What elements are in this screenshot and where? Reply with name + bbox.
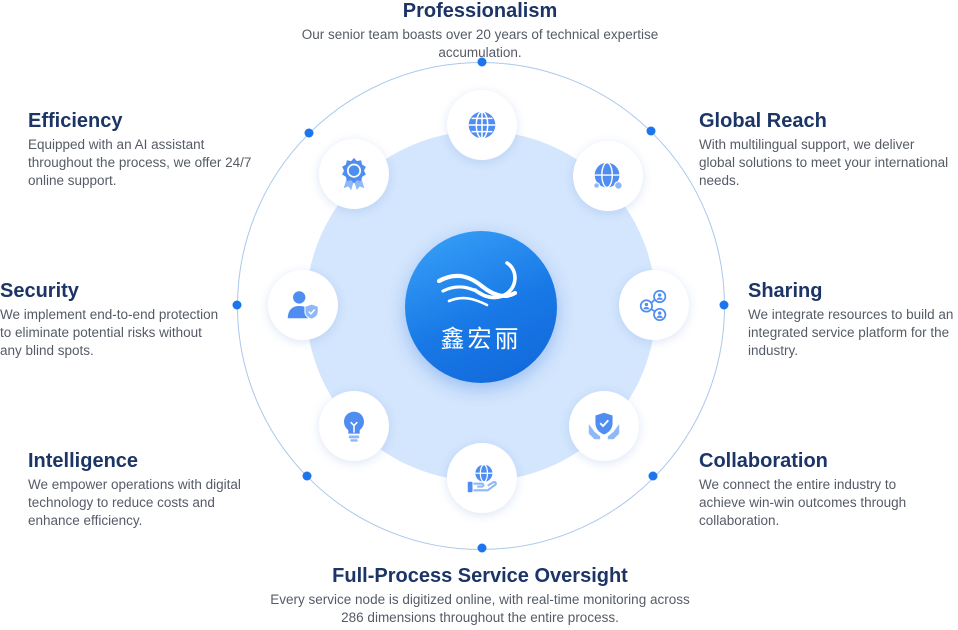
feature-description: We integrate resources to build an integ… [748, 307, 954, 358]
brand-name: 鑫宏丽 [440, 325, 522, 353]
feature-title: Professionalism [402, 0, 558, 22]
feature-title: Sharing [748, 280, 823, 302]
ring-dot [646, 126, 656, 136]
feature-description: With multilingual support, we deliver gl… [699, 137, 949, 188]
feature-full-process-oversight: Full-Process Service Oversight Every ser… [262, 565, 698, 627]
feature-title: Intelligence [28, 450, 139, 472]
network-globe-icon [573, 141, 643, 211]
feature-security: Security We implement end-to-end protect… [0, 280, 220, 360]
shield-hands-icon [569, 391, 639, 461]
feature-title: Efficiency [28, 110, 123, 132]
ring-dot [232, 300, 242, 310]
feature-description: We connect the entire industry to achiev… [699, 477, 907, 528]
feature-intelligence: Intelligence We empower operations with … [28, 450, 270, 530]
feature-description: We implement end-to-end protection to el… [0, 307, 219, 358]
ring-dot [477, 57, 487, 67]
feature-title: Global Reach [699, 110, 827, 132]
brand-logo-mark [436, 261, 518, 307]
feature-sharing: Sharing We integrate resources to build … [748, 280, 954, 360]
feature-description: Our senior team boasts over 20 years of … [301, 27, 659, 60]
feature-professionalism: Professionalism Our senior team boasts o… [284, 0, 676, 62]
feature-description: We empower operations with digital techn… [28, 477, 241, 528]
globe-grid-icon [447, 90, 517, 160]
brand-logo: 鑫宏丽 [405, 231, 557, 383]
feature-description: Equipped with an AI assistant throughout… [28, 137, 252, 188]
user-shield-icon [268, 270, 338, 340]
ring-dot [648, 471, 658, 481]
feature-global-reach: Global Reach With multilingual support, … [699, 110, 954, 190]
ring-dot [302, 471, 312, 481]
feature-title: Collaboration [699, 450, 828, 472]
ring-dot [477, 543, 487, 553]
award-badge-icon [319, 139, 389, 209]
ring-dot [719, 300, 729, 310]
feature-efficiency: Efficiency Equipped with an AI assistant… [28, 110, 260, 190]
ring-dot [304, 128, 314, 138]
hand-globe-icon [447, 443, 517, 513]
feature-collaboration: Collaboration We connect the entire indu… [699, 450, 939, 530]
users-share-icon [619, 270, 689, 340]
feature-description: Every service node is digitized online, … [270, 592, 690, 625]
feature-title: Full-Process Service Oversight [332, 565, 628, 587]
lightbulb-icon [319, 391, 389, 461]
feature-title: Security [0, 280, 79, 302]
